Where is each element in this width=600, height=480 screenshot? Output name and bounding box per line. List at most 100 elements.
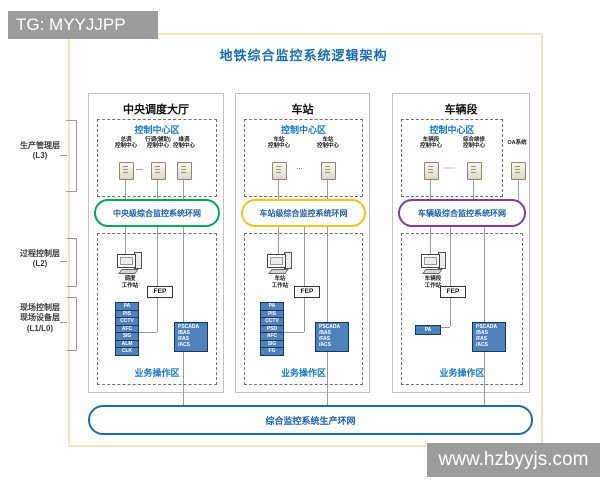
server-label-line: 控制中心 [146,143,169,150]
server-label-line: 控制中心 [114,143,137,150]
control-zone-label: 控制中心区 [134,125,180,135]
oa-server-icon [511,162,526,180]
server-separator: — [136,166,143,173]
layer-dash-l2 [60,261,67,262]
connector-line [450,222,451,327]
pscada-line: /FAS [319,335,331,342]
layer-l1l0-name2: 现场设备层 [20,313,60,323]
fep-box: FEP [294,286,320,298]
server-label-line: 车站 [273,137,285,143]
production-ring-network: 综合监控系统生产环网 [88,405,533,435]
fep-box: FEP [147,286,173,298]
ops-zone-label: 业务操作区 [280,368,326,378]
oa-system-label: OA系统 [507,140,527,146]
pscada-line: /ACS [178,341,190,348]
layer-bracket-l2 [66,238,77,287]
pscada-line: /BAS [319,329,331,336]
server-icon [321,162,336,180]
layer-dash-l3 [60,155,67,156]
layer-l1l0-code: (L1/L0) [26,323,54,333]
connector-line [327,349,328,405]
server-label-line: 维调 [178,137,190,143]
ring-network-label: 中央级综合监控系统环网 [113,208,201,218]
connector-line [327,177,328,322]
server-icon [467,162,482,180]
server-label-line: 控制中心 [316,143,339,150]
server-label-line: 控制中心 [172,143,195,150]
workstation-icon [421,252,447,274]
ring-network-label: 车辆级综合监控系统环网 [418,208,506,218]
layer-label-l3: 生产管理层 (L3) [16,141,64,162]
workstation-label: 车辆段 工作站 [410,276,456,289]
subsystem-stack: PA PIS CCTV AFC SIG ALM CLK [115,302,139,356]
server-label-line: 车辆段 [422,137,440,143]
ops-zone-label: 业务操作区 [134,368,180,378]
layer-l2-name: 过程控制层 [20,249,60,258]
connector-line [183,349,184,405]
central-ring-network-badge: 中央级综合监控系统环网 [94,199,220,227]
control-center-zone: 控制中心区 [97,119,217,197]
server-label: 综合维修 控制中心 [453,137,495,150]
server-icon [151,162,166,180]
connector-line [137,332,157,333]
pscada-line: PSCADA [319,324,341,330]
watermark-telegram: TG: MYYJJPP [8,11,158,39]
station-ring-network-badge: 车站级综合监控系统环网 [241,199,366,227]
pscada-box: PSCADA /BAS /FAS /ACS [472,322,506,352]
connector-line [304,222,305,332]
workstation-icon [267,252,293,274]
keyboard-icon [422,269,443,274]
pscada-line: PSCADA [476,324,498,330]
pscada-line: /ACS [476,341,488,348]
layer-label-l2: 过程控制层 (L2) [16,249,64,270]
business-operation-zone: 调度 工作站 FEP PA PIS CCTV AFC SIG ALM CLK P… [97,233,217,385]
watermark-website: www.hzbyyjs.com [427,443,600,477]
column-title: 车站 [291,104,314,116]
monitor-icon [267,254,286,268]
server-label: 车辆段 控制中心 [411,137,451,150]
control-center-zone: 控制中心区 [401,119,503,197]
server-label-line: 车站 [322,137,334,143]
server-separator: ⋯ [296,166,303,173]
layer-label-l1l0: 现场控制层 现场设备层 (L1/L0) [16,303,64,334]
pscada-line: /BAS [178,329,190,336]
layer-l3-code: (L3) [32,151,48,161]
column-depot: 车辆段 控制中心区 车辆段 控制中心 综合维修 控制中心 OA系统 ⋯⋯ 车辆级… [392,93,530,393]
ring-network-label: 车站级综合监控系统环网 [259,208,348,218]
layer-l1l0-name1: 现场控制层 [20,303,60,312]
server-label: 车站 控制中心 [310,137,346,150]
system-box: FG [260,347,284,356]
fep-box: FEP [440,286,466,298]
column-station: 车站 控制中心区 车站 控制中心 车站 控制中心 ⋯ 车站级综合监控系统环网 车… [235,93,370,393]
column-title: 中央调度大厅 [123,104,189,116]
page-title: 地铁综合监控系统逻辑架构 [219,48,388,63]
server-label-line: 总调 [120,137,132,143]
connector-line [183,177,184,322]
server-separator: ⋯⋯ [443,166,455,172]
workstation-icon [117,252,143,274]
subsystem-stack: PA PIS CCTV PSD AFC SIG FG [260,302,284,356]
connector-line [473,177,474,202]
server-label-line: 控制中心 [267,143,290,150]
layer-l2-code: (L2) [32,259,48,269]
keyboard-icon [268,269,289,274]
pscada-box: PSCADA /BAS /FAS /ACS [174,322,208,352]
workstation-label-line: 车辆段 [424,276,442,282]
server-label-line: 控制中心 [419,143,442,150]
control-zone-label: 控制中心区 [429,125,475,135]
server-label: 维调 控制中心 [168,137,200,150]
server-label: 总调 控制中心 [110,137,142,150]
workstation-label-line: 工作站 [271,282,289,289]
control-zone-label: 控制中心区 [280,125,326,135]
ops-zone-label: 业务操作区 [439,368,485,378]
pscada-box: PSCADA /BAS /FAS /ACS [315,322,349,352]
connector-line [157,177,158,332]
workstation-label-line: 车站 [274,276,286,282]
depot-ring-network-badge: 车辆级综合监控系统环网 [398,199,526,227]
monitor-icon [421,254,440,268]
keyboard-icon [118,269,139,274]
workstation-label-line: 调度 [124,276,136,282]
pscada-line: /FAS [476,335,488,342]
server-label: 行调(辅助) 控制中心 [141,137,175,150]
